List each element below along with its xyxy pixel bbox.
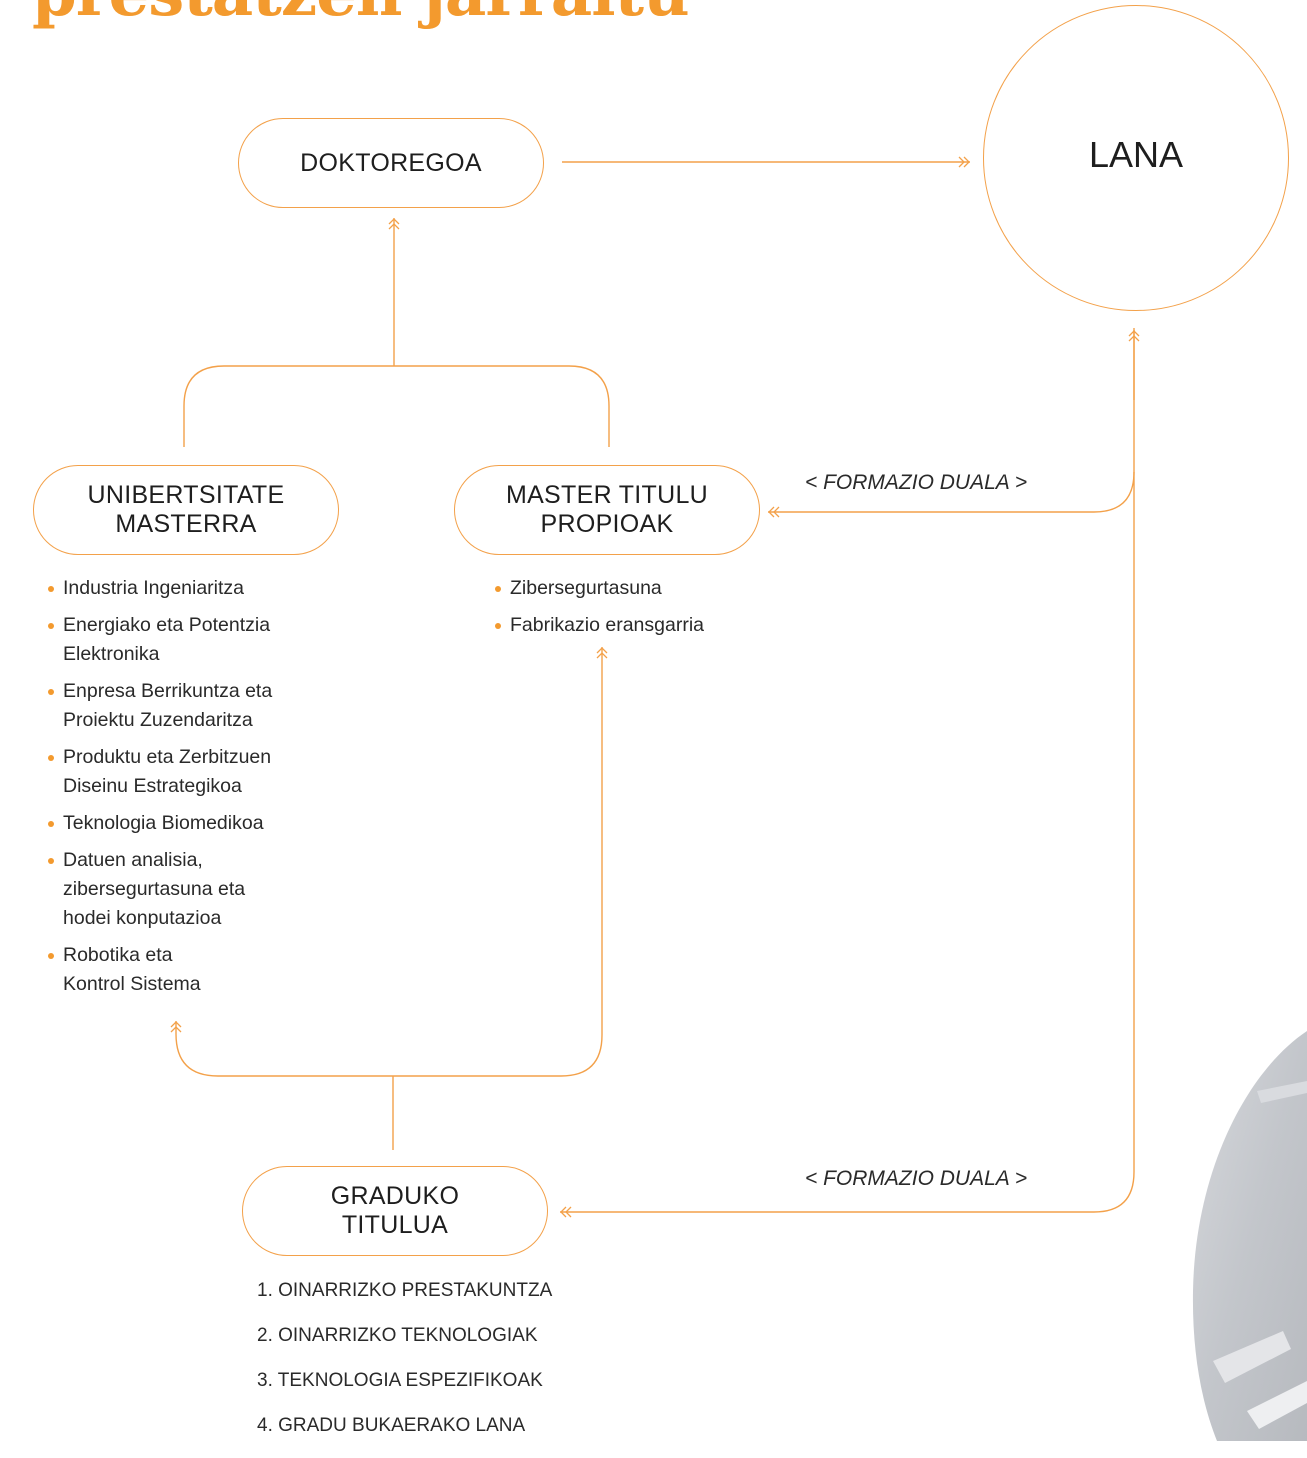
node-master-titulu-propioak-line-2: PROPIOAK <box>540 510 674 538</box>
arrow-to-unibertsitate-masterra <box>170 1021 393 1077</box>
master-titulu-propioak-list: Zibersegurtasuna Fabrikazio eransgarria <box>493 574 793 648</box>
list-item: Enpresa Berrikuntza eta Proiektu Zuzenda… <box>46 677 311 735</box>
graduko-titulua-list: 1. OINARRIZKO PRESTAKUNTZA 2. OINARRIZKO… <box>257 1278 552 1458</box>
list-item: 3. TEKNOLOGIA ESPEZIFIKOAK <box>257 1370 543 1391</box>
list-item: Produktu eta Zerbitzuen Diseinu Estrateg… <box>46 743 311 801</box>
node-unibertsitate-masterra-line-2: MASTERRA <box>115 510 257 538</box>
list-item: 2. OINARRIZKO TEKNOLOGIAK <box>257 1325 538 1346</box>
list-item: Datuen analisia, zibersegurtasuna eta ho… <box>46 846 288 933</box>
list-item: Zibersegurtasuna <box>493 574 793 603</box>
node-graduko-titulua: GRADUKO TITULUA <box>242 1166 548 1256</box>
list-item: Industria Ingeniaritza <box>46 574 311 603</box>
node-doktoregoa: DOKTOREGOA <box>238 118 544 208</box>
arrow-to-master-propioak <box>393 647 608 1077</box>
node-graduko-titulua-line-2: TITULUA <box>341 1211 449 1239</box>
node-master-titulu-propioak-line-1: MASTER TITULU <box>505 481 709 509</box>
connector-masters-to-doktoregoa <box>183 365 610 447</box>
arrow-lana-to-graduko <box>560 472 1135 1218</box>
page-title: prestatzen jarraitu <box>32 0 690 26</box>
list-item: Fabrikazio eransgarria <box>493 611 793 640</box>
list-item: Energiako eta Potentzia Elektronika <box>46 611 311 669</box>
list-item: 4. GRADU BUKAERAKO LANA <box>257 1415 526 1436</box>
node-master-titulu-propioak: MASTER TITULU PROPIOAK <box>454 465 760 555</box>
list-item: 1. OINARRIZKO PRESTAKUNTZA <box>257 1280 553 1301</box>
list-item: Robotika eta Kontrol Sistema <box>46 941 223 999</box>
decorative-photo-corner <box>1192 1031 1307 1441</box>
list-item: Teknologia Biomedikoa <box>46 809 311 838</box>
node-lana-label: LANA <box>1088 134 1184 175</box>
node-unibertsitate-masterra: UNIBERTSITATE MASTERRA <box>33 465 339 555</box>
formazio-duala-label: < FORMAZIO DUALA > <box>805 471 1028 494</box>
node-lana <box>983 5 1289 311</box>
formazio-duala-label: < FORMAZIO DUALA > <box>805 1167 1028 1190</box>
node-doktoregoa-label: DOKTOREGOA <box>300 148 482 177</box>
unibertsitate-masterra-list: Industria Ingeniaritza Energiako eta Pot… <box>46 574 311 1007</box>
node-graduko-titulua-line-1: GRADUKO <box>330 1182 460 1210</box>
node-unibertsitate-masterra-line-1: UNIBERTSITATE <box>87 481 285 509</box>
